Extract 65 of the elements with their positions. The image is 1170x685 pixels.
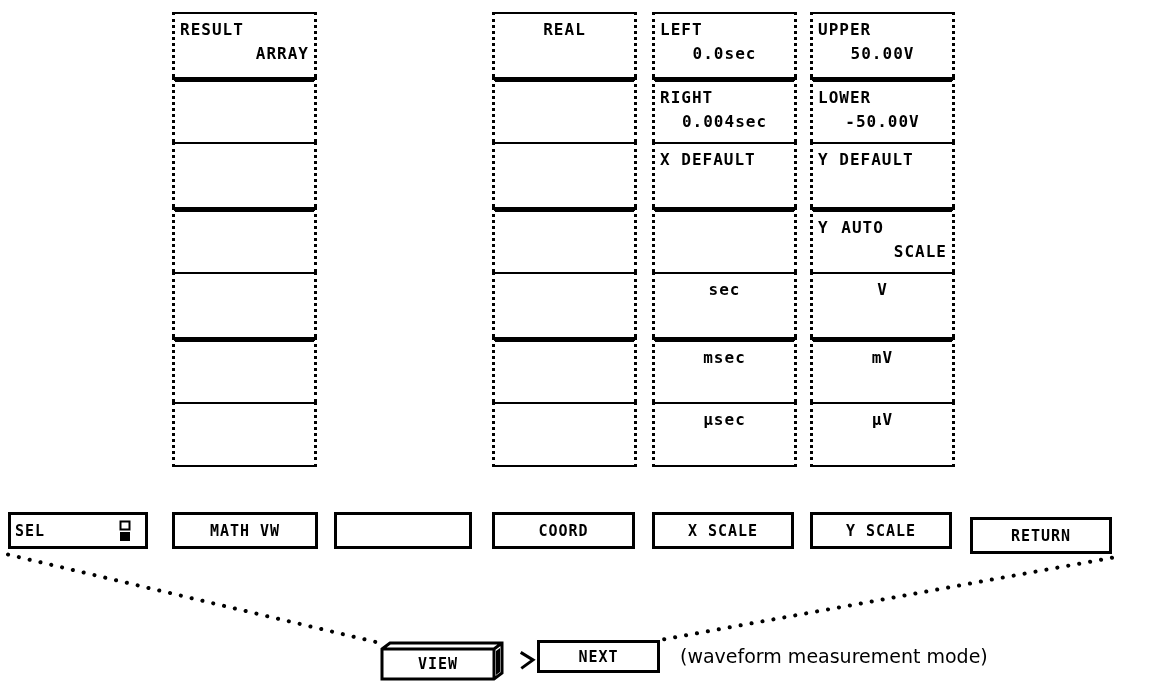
empty-menu-item bbox=[172, 337, 317, 402]
softkey-label: X SCALE bbox=[687, 521, 759, 540]
empty-menu-item bbox=[172, 402, 317, 467]
menu-label: Y AUTO SCALE bbox=[818, 217, 947, 263]
softkey bbox=[970, 517, 1112, 554]
empty-menu-item bbox=[492, 272, 637, 337]
menu-item bbox=[652, 142, 797, 207]
key-button bbox=[380, 641, 504, 681]
key-label: VIEW bbox=[417, 655, 459, 673]
softkey-label: MATH VW bbox=[209, 521, 281, 540]
empty-softkey bbox=[334, 512, 472, 549]
softkey-label: NEXT bbox=[578, 647, 619, 666]
empty-menu-item bbox=[172, 207, 317, 272]
menu-label: REAL bbox=[542, 19, 587, 41]
menu-item bbox=[810, 77, 955, 142]
empty-menu-item bbox=[652, 207, 797, 272]
menu-value: 50.00V bbox=[849, 43, 916, 65]
empty-menu-item bbox=[492, 337, 637, 402]
menu-item bbox=[810, 142, 955, 207]
menu-label: LOWER bbox=[818, 87, 873, 109]
menu-item bbox=[810, 272, 955, 337]
empty-menu-item bbox=[172, 272, 317, 337]
menu-item bbox=[652, 272, 797, 337]
softkey-label: SEL bbox=[15, 521, 46, 540]
menu-item bbox=[810, 402, 955, 467]
softkey-label: Y SCALE bbox=[845, 521, 917, 540]
menu-label: V bbox=[876, 279, 889, 301]
menu-label: X DEFAULT bbox=[660, 149, 757, 171]
menu-label: μV bbox=[870, 409, 895, 431]
softkey bbox=[8, 512, 148, 549]
empty-menu-item bbox=[172, 77, 317, 142]
softkey-label: RETURN bbox=[1010, 526, 1072, 545]
softkey bbox=[537, 640, 660, 673]
menu-value: 0.004sec bbox=[680, 111, 769, 133]
menu-item bbox=[652, 337, 797, 402]
menu-item bbox=[810, 207, 955, 272]
empty-menu-item bbox=[492, 207, 637, 272]
menu-item bbox=[492, 12, 637, 77]
empty-menu-item bbox=[172, 142, 317, 207]
empty-menu-item bbox=[492, 142, 637, 207]
menu-item bbox=[810, 12, 955, 77]
softkey-label: COORD bbox=[538, 521, 589, 540]
menu-label: sec bbox=[707, 279, 742, 301]
menu-label: LEFT bbox=[660, 19, 704, 41]
softkey bbox=[492, 512, 635, 549]
mode-note: (waveform measurement mode) bbox=[680, 645, 988, 667]
menu-label: μsec bbox=[702, 409, 747, 431]
menu-item bbox=[810, 337, 955, 402]
menu-item bbox=[652, 12, 797, 77]
menu-label: UPPER bbox=[818, 19, 873, 41]
empty-menu-item bbox=[492, 77, 637, 142]
menu-label: RESULT ARRAY bbox=[180, 19, 309, 65]
empty-menu-item bbox=[492, 402, 637, 467]
menu-value: 0.0sec bbox=[691, 43, 758, 65]
softkey bbox=[652, 512, 794, 549]
menu-value: -50.00V bbox=[844, 111, 921, 133]
menu-label: Y DEFAULT bbox=[818, 149, 915, 171]
menu-item bbox=[172, 12, 317, 77]
menu-item bbox=[652, 77, 797, 142]
menu-item bbox=[652, 402, 797, 467]
menu-label: msec bbox=[702, 347, 747, 369]
softkey bbox=[172, 512, 318, 549]
menu-label: mV bbox=[870, 347, 895, 369]
softkey bbox=[810, 512, 952, 549]
menu-label: RIGHT bbox=[660, 87, 715, 109]
